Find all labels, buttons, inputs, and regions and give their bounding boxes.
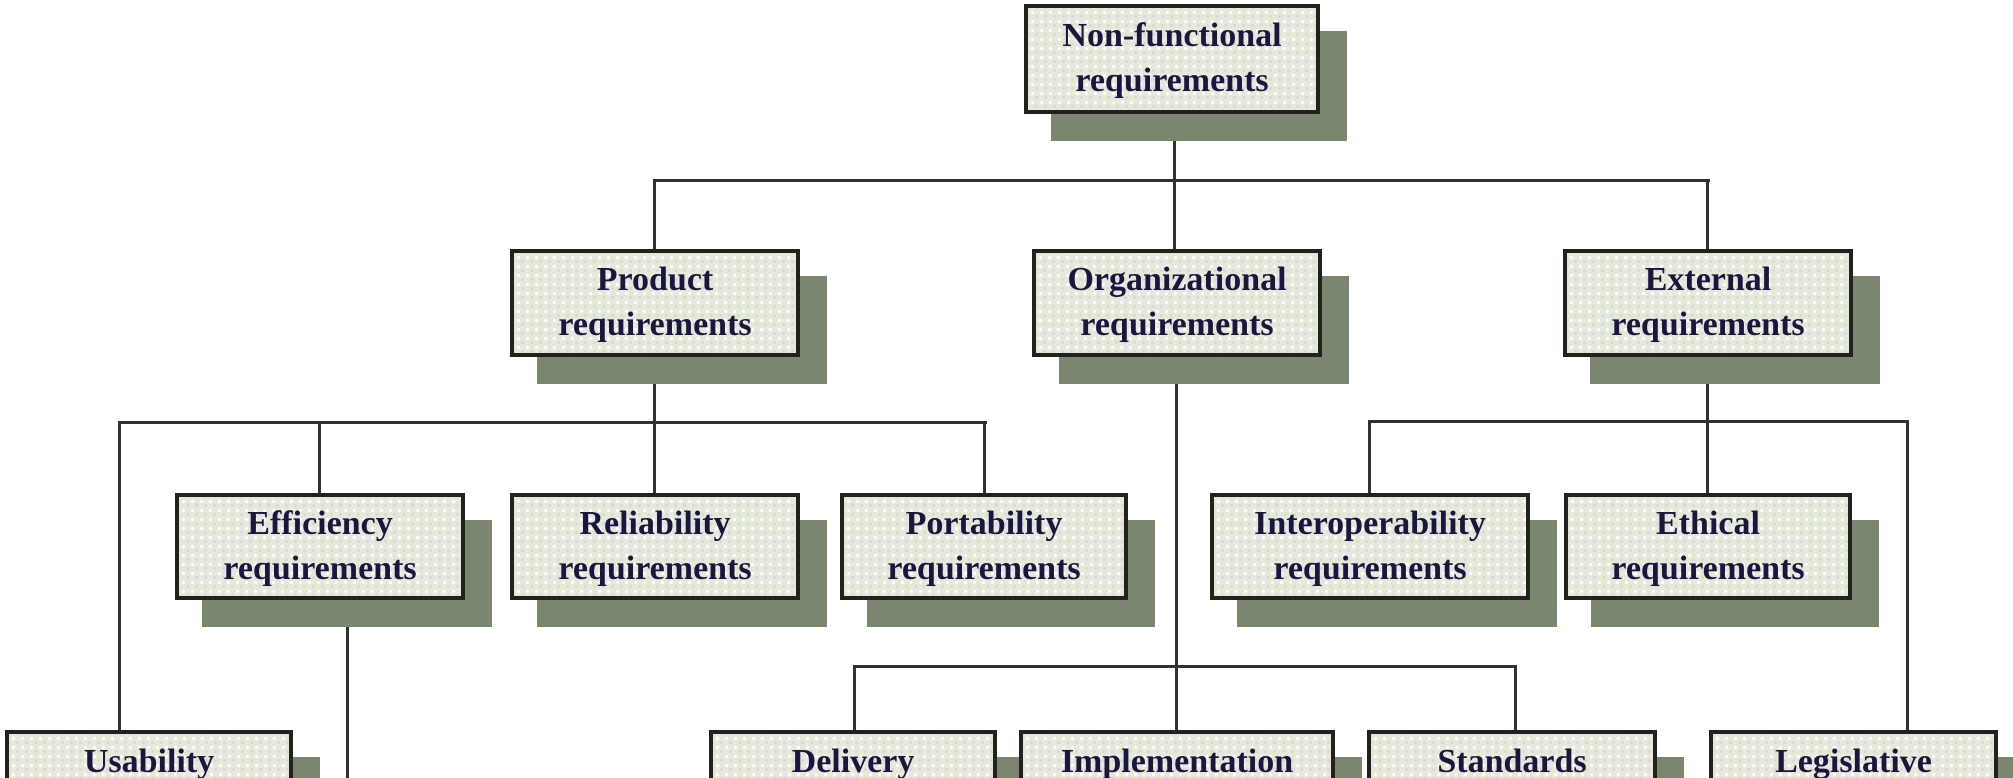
- connector-standards-drop: [1514, 665, 1517, 731]
- node-implementation: Implementation: [1019, 730, 1335, 778]
- node-product-requirements: Product requirements: [510, 249, 800, 357]
- node-reliability-requirements: Reliability requirements: [510, 493, 800, 600]
- node-non-functional-requirements: Non-functional requirements: [1024, 4, 1320, 114]
- connector-product-drop: [653, 179, 656, 249]
- connector-organizational-stem: [1175, 357, 1178, 731]
- node-external-requirements: External requirements: [1563, 249, 1853, 357]
- connector-organizational-children-bus: [853, 665, 1517, 668]
- connector-delivery-drop: [853, 665, 856, 731]
- connector-external-children-bus: [1368, 420, 1909, 423]
- connector-efficiency-drop: [318, 421, 321, 493]
- connector-level2-bus: [654, 179, 1710, 182]
- connector-product-children-bus: [118, 421, 987, 424]
- node-portability-requirements: Portability requirements: [840, 493, 1128, 600]
- connector-efficiency-children-stem: [346, 600, 349, 778]
- connector-interoperability-drop: [1368, 420, 1371, 493]
- node-efficiency-requirements: Efficiency requirements: [175, 493, 465, 600]
- node-usability: Usability: [5, 730, 293, 778]
- node-delivery: Delivery: [709, 730, 997, 778]
- connector-external-drop: [1706, 179, 1709, 249]
- node-interoperability-requirements: Interoperability requirements: [1210, 493, 1530, 600]
- connector-portability-drop: [983, 421, 986, 493]
- connector-external-stem: [1706, 357, 1709, 493]
- node-legislative: Legislative: [1709, 730, 1998, 778]
- node-standards: Standards: [1367, 730, 1657, 778]
- connector-usability-drop: [118, 421, 121, 731]
- node-ethical-requirements: Ethical requirements: [1564, 493, 1852, 600]
- connector-legislative-drop: [1906, 420, 1909, 731]
- node-organizational-requirements: Organizational requirements: [1032, 249, 1322, 357]
- connector-product-stem: [653, 357, 656, 493]
